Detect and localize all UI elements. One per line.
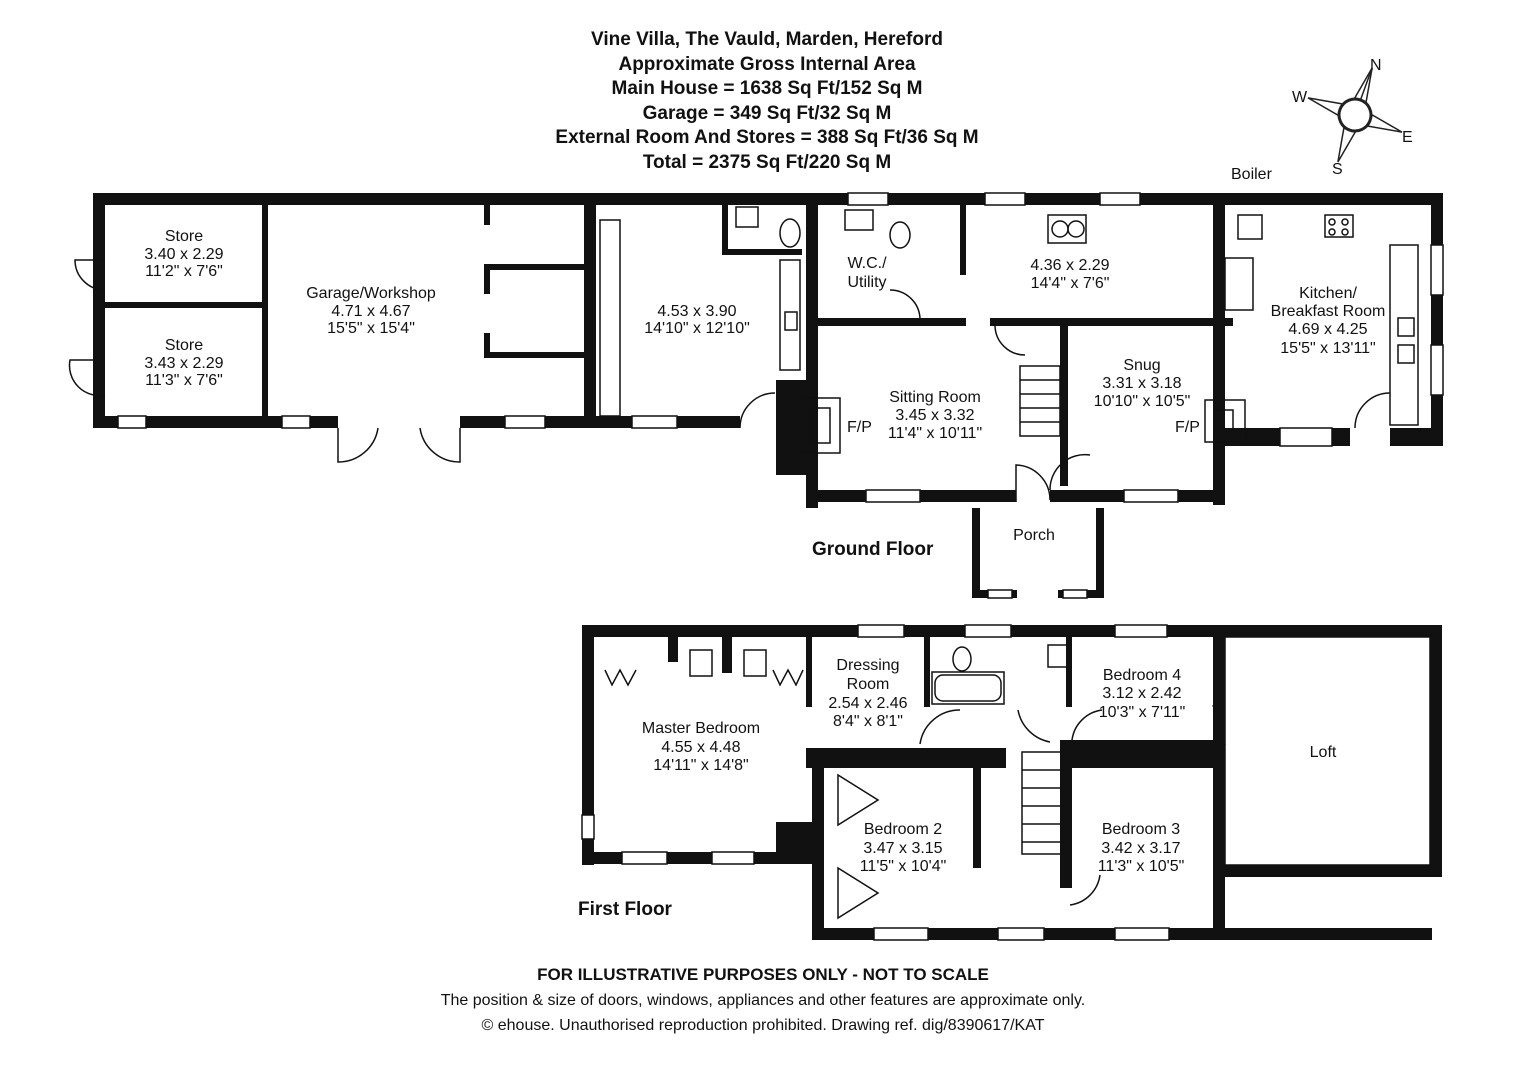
kitchen-metric: 4.69 x 4.25 xyxy=(1288,321,1367,338)
bed4-name: Bedroom 4 xyxy=(1103,667,1181,684)
master-name: Master Bedroom xyxy=(642,720,760,737)
bed2-metric: 3.47 x 3.15 xyxy=(863,840,942,857)
compass-rose-icon: N E S W xyxy=(1292,57,1413,178)
area-total: Total = 2375 Sq Ft/220 Sq M xyxy=(642,151,892,173)
store2-imperial: 11'3" x 7'6" xyxy=(145,372,223,389)
kitchen-imperial: 15'5" x 13'11" xyxy=(1280,340,1375,357)
fireplace-left-label: F/P xyxy=(847,419,872,436)
area-heading: Approximate Gross Internal Area xyxy=(618,53,916,75)
first-floor-fixtures xyxy=(604,636,1431,920)
copyright-note: © ehouse. Unauthorised reproduction proh… xyxy=(481,1017,1045,1034)
bed3-name: Bedroom 3 xyxy=(1102,821,1180,838)
ground-floor-windows xyxy=(117,192,1444,599)
room453-imperial: 14'10" x 12'10" xyxy=(644,320,750,337)
store1-name: Store xyxy=(165,228,203,245)
compass-e: E xyxy=(1402,129,1413,146)
bed3-metric: 3.42 x 3.17 xyxy=(1101,840,1180,857)
sitting-name: Sitting Room xyxy=(889,389,981,406)
bed2-name: Bedroom 2 xyxy=(864,821,942,838)
dressing-name2: Room xyxy=(847,676,890,693)
area-garage: Garage = 349 Sq Ft/32 Sq M xyxy=(642,102,892,124)
store2-name: Store xyxy=(165,337,203,354)
kitchen-name2: Breakfast Room xyxy=(1271,303,1386,320)
bed4-metric: 3.12 x 2.42 xyxy=(1102,685,1181,702)
porch-name: Porch xyxy=(1013,527,1055,544)
area-external: External Room And Stores = 388 Sq Ft/36 … xyxy=(555,127,979,149)
loft-name: Loft xyxy=(1310,744,1337,761)
area-main-house: Main House = 1638 Sq Ft/152 Sq M xyxy=(611,78,923,100)
floorplan-footer: FOR ILLUSTRATIVE PURPOSES ONLY - NOT TO … xyxy=(0,962,1526,1039)
first-floor-walls xyxy=(582,625,1442,940)
master-imperial: 14'11" x 14'8" xyxy=(653,757,748,774)
kitchen-name1: Kitchen/ xyxy=(1299,285,1357,302)
room-labels: Store 3.40 x 2.29 11'2" x 7'6" Store 3.4… xyxy=(144,228,1385,875)
property-title: Vine Villa, The Vauld, Marden, Hereford xyxy=(591,29,943,50)
sitting-imperial: 11'4" x 10'11" xyxy=(888,425,982,442)
wc-name1: W.C./ xyxy=(847,255,887,272)
first-floor-windows xyxy=(581,624,1170,941)
bed2-imperial: 11'5" x 10'4" xyxy=(860,858,947,875)
master-metric: 4.55 x 4.48 xyxy=(661,739,740,756)
compass-w: W xyxy=(1292,89,1308,106)
bed3-imperial: 11'3" x 10'5" xyxy=(1098,858,1185,875)
dressing-imperial: 8'4" x 8'1" xyxy=(833,713,903,730)
dressing-metric: 2.54 x 2.46 xyxy=(828,695,907,712)
ground-floor-fixtures xyxy=(68,206,1419,502)
fireplace-right-label: F/P xyxy=(1175,419,1200,436)
floorplan-header: Vine Villa, The Vauld, Marden, Hereford … xyxy=(0,28,1529,176)
dressing-name1: Dressing xyxy=(836,657,899,674)
store1-metric: 3.40 x 2.29 xyxy=(144,246,223,263)
compass-s: S xyxy=(1332,161,1343,178)
bed4-imperial: 10'3" x 7'11" xyxy=(1099,704,1186,721)
garage-name: Garage/Workshop xyxy=(306,285,436,302)
ground-floor-walls xyxy=(93,193,1443,598)
ground-floor-label: Ground Floor xyxy=(812,539,934,560)
garage-imperial: 15'5" x 15'4" xyxy=(327,320,415,337)
store1-imperial: 11'2" x 7'6" xyxy=(145,263,223,280)
snug-imperial: 10'10" x 10'5" xyxy=(1094,393,1191,410)
garage-metric: 4.71 x 4.67 xyxy=(331,303,410,320)
room453-metric: 4.53 x 3.90 xyxy=(657,303,736,320)
first-floor-label: First Floor xyxy=(578,899,673,920)
misc-labels: Boiler F/P F/P Ground Floor First Floor xyxy=(578,166,1273,920)
wc-name2: Utility xyxy=(847,274,886,291)
snug-metric: 3.31 x 3.18 xyxy=(1102,375,1181,392)
store2-metric: 3.43 x 2.29 xyxy=(144,355,223,372)
room436-metric: 4.36 x 2.29 xyxy=(1030,257,1109,274)
snug-name: Snug xyxy=(1123,357,1160,374)
compass-n: N xyxy=(1370,57,1382,74)
approx-note: The position & size of doors, windows, a… xyxy=(440,991,1086,1009)
disclaimer: FOR ILLUSTRATIVE PURPOSES ONLY - NOT TO … xyxy=(537,965,989,984)
room436-imperial: 14'4" x 7'6" xyxy=(1031,275,1110,292)
sitting-metric: 3.45 x 3.32 xyxy=(895,407,974,424)
boiler-label: Boiler xyxy=(1231,166,1273,183)
